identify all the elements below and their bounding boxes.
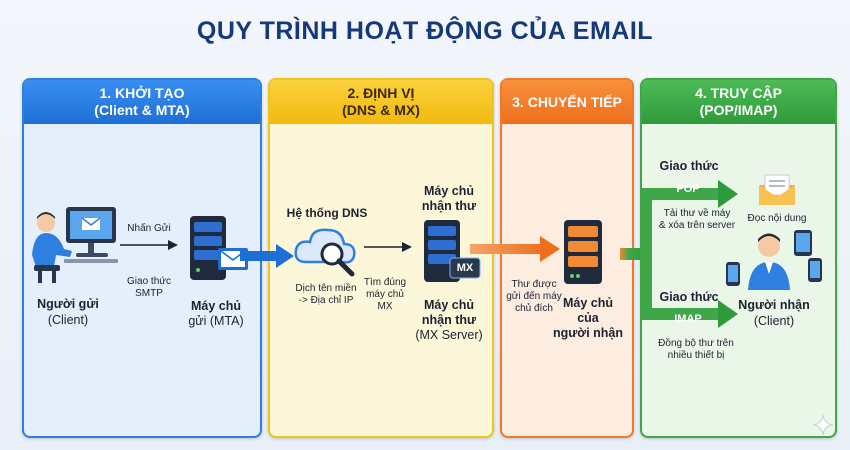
sender-computer-icon [28,205,120,285]
smtp-protocol-line1: Giao thức [127,276,171,287]
smtp-protocol-label: Giao thức SMTP [118,276,180,300]
dns-desc-line2: -> Địa chỉ IP [298,295,354,306]
mx-top-line1: Máy chủ [423,184,474,198]
recipient-server-line1: Máy chủ [562,296,613,310]
transfer-line2: gửi đến máy [506,291,562,302]
recipient-server-icon [560,218,606,286]
dns-cloud-search-icon [292,222,364,278]
stage-access-header: 4. TRUY CẬP (POP/IMAP) [642,80,835,124]
find-mx-label: Tìm đúng máy chủ MX [360,277,410,313]
dns-to-mx-arrow-icon [362,240,414,254]
stage-access-panel: 4. TRUY CẬP (POP/IMAP) [640,78,837,438]
recipient-server-line3: người nhận [552,326,623,340]
imap-desc-line1: Đồng bộ thư trên [658,338,734,349]
pop-desc-line1: Tải thư về máy [663,208,731,219]
find-mx-line2: máy chủ [366,289,404,300]
transfer-line1: Thư được [511,279,557,290]
split-arrow-icon [620,178,740,338]
dns-title: Hệ thống DNS [286,206,368,220]
recipient-server-label: Máy chủ của người nhận [548,296,628,341]
receiver-role: (Client) [753,314,795,328]
sender-role: (Client) [47,313,89,327]
pop-description: Tải thư về máy & xóa trên server [650,208,744,232]
mx-top-label: Máy chủ nhận thư [412,184,486,214]
receiver-devices-icon [724,228,824,292]
mx-bottom-label: Máy chủ nhận thư [412,298,486,328]
mta-label-line2: gửi (MTA) [188,314,244,328]
mx-bottom-line1: Máy chủ [423,298,474,312]
stage-locate-title: 2. ĐỊNH VỊ [347,85,415,101]
send-arrow-icon [118,238,180,252]
read-content-label: Đọc nội dung [747,213,807,224]
mta-label-line1: Máy chủ [190,299,241,313]
find-mx-line1: Tìm đúng [363,277,407,288]
transfer-description: Thư được gửi đến máy chủ đích [502,279,566,315]
stage-initiate-subtitle: (Client & MTA) [94,102,190,118]
pop-heading: Giao thức [659,159,719,173]
receiver-label: Người nhận [738,298,810,312]
flow-arrow-2-icon [470,236,562,262]
imap-label: IMAP [674,313,702,325]
imap-description: Đồng bộ thư trên nhiều thiết bị [648,338,744,362]
imap-desc-line2: nhiều thiết bị [667,350,725,361]
recipient-server-line2: của [577,311,599,325]
sparkle-logo-icon [812,414,834,436]
pop-desc-line2: & xóa trên server [658,220,736,231]
smtp-protocol-line2: SMTP [135,288,163,299]
stage-access-title: 4. TRUY CẬP [695,85,782,101]
mx-server-icon [418,218,484,284]
mx-server-caption: (MX Server) [415,328,483,342]
stage-locate-header: 2. ĐỊNH VỊ (DNS & MX) [270,80,492,124]
stage-locate-subtitle: (DNS & MX) [342,102,420,118]
stage-relay-header: 3. CHUYỂN TIẾP [502,80,632,124]
pop-label: POP [676,183,700,195]
imap-heading: Giao thức [659,290,719,304]
flow-arrow-1-icon [240,244,296,268]
find-mx-line3: MX [377,301,393,312]
dns-description: Dịch tên miền -> Địa chỉ IP [280,283,372,307]
stage-access-subtitle: (POP/IMAP) [699,102,778,118]
dns-desc-line1: Dịch tên miền [295,283,357,294]
page-title: QUY TRÌNH HOẠT ĐỘNG CỦA EMAIL [196,17,654,45]
stage-relay-title: 3. CHUYỂN TIẾP [512,93,622,110]
transfer-line3: chủ đích [515,303,553,314]
sender-label: Người gửi [28,297,108,312]
mx-bottom-line2: nhận thư [421,313,477,327]
open-envelope-icon [756,171,798,207]
stage-initiate-title: 1. KHỞI TẠO [99,85,185,101]
stage-initiate-header: 1. KHỞI TẠO (Client & MTA) [24,80,260,124]
mx-badge: MX [456,262,474,274]
mx-top-line2: nhận thư [421,199,477,213]
send-action-label: Nhấn Gửi [127,223,171,234]
sender-name: Người gửi [37,297,99,311]
